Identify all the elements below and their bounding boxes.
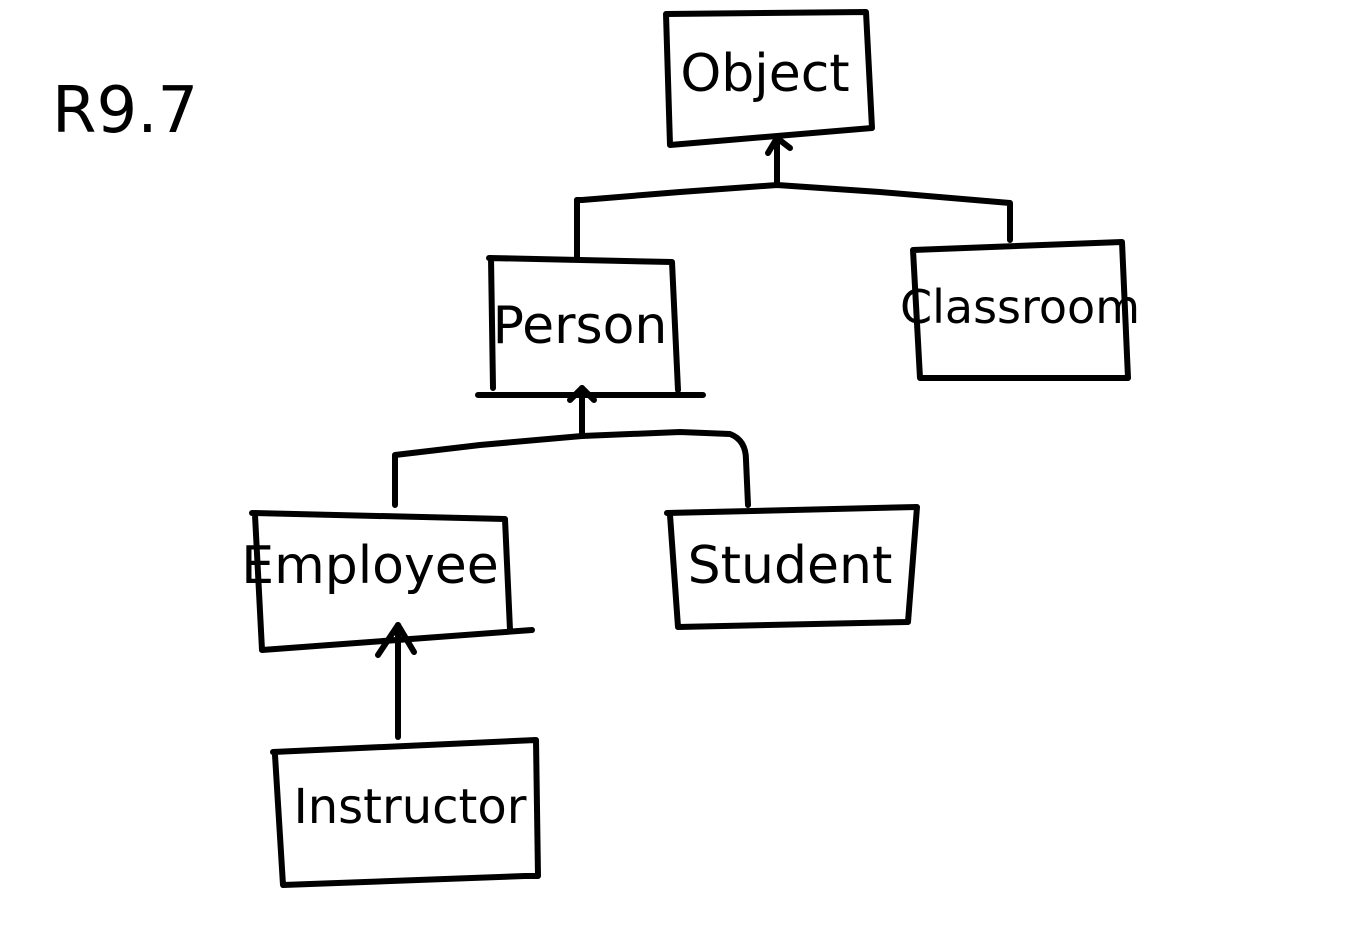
edge-instructor-arrowhead bbox=[375, 622, 417, 658]
node-instructor-box bbox=[270, 737, 541, 888]
diagram-title: R9.7 bbox=[52, 74, 198, 148]
node-employee-box bbox=[249, 510, 535, 653]
node-student-label: Student bbox=[688, 536, 893, 596]
node-classroom-box bbox=[910, 239, 1131, 381]
node-object-box bbox=[663, 9, 875, 148]
inheritance-bus-person bbox=[392, 429, 751, 508]
node-classroom: Classroom bbox=[900, 239, 1140, 381]
node-instructor: Instructor bbox=[270, 737, 541, 888]
edge-employee-instructor bbox=[375, 622, 417, 740]
node-person: Person bbox=[475, 255, 706, 398]
node-object: Object bbox=[663, 9, 875, 148]
node-classroom-label: Classroom bbox=[900, 280, 1140, 334]
edge-object-arrowhead bbox=[765, 135, 793, 156]
node-student-box bbox=[664, 504, 920, 630]
node-object-label: Object bbox=[680, 44, 849, 104]
inheritance-bus-object bbox=[574, 182, 1013, 243]
edge-object-children bbox=[574, 135, 1013, 261]
node-student: Student bbox=[664, 504, 920, 630]
node-employee-label: Employee bbox=[241, 536, 499, 596]
edge-person-arrowhead bbox=[567, 385, 597, 403]
node-employee: Employee bbox=[241, 510, 535, 653]
edge-person-children bbox=[392, 385, 751, 508]
node-instructor-label: Instructor bbox=[294, 779, 527, 835]
node-person-label: Person bbox=[493, 296, 668, 356]
